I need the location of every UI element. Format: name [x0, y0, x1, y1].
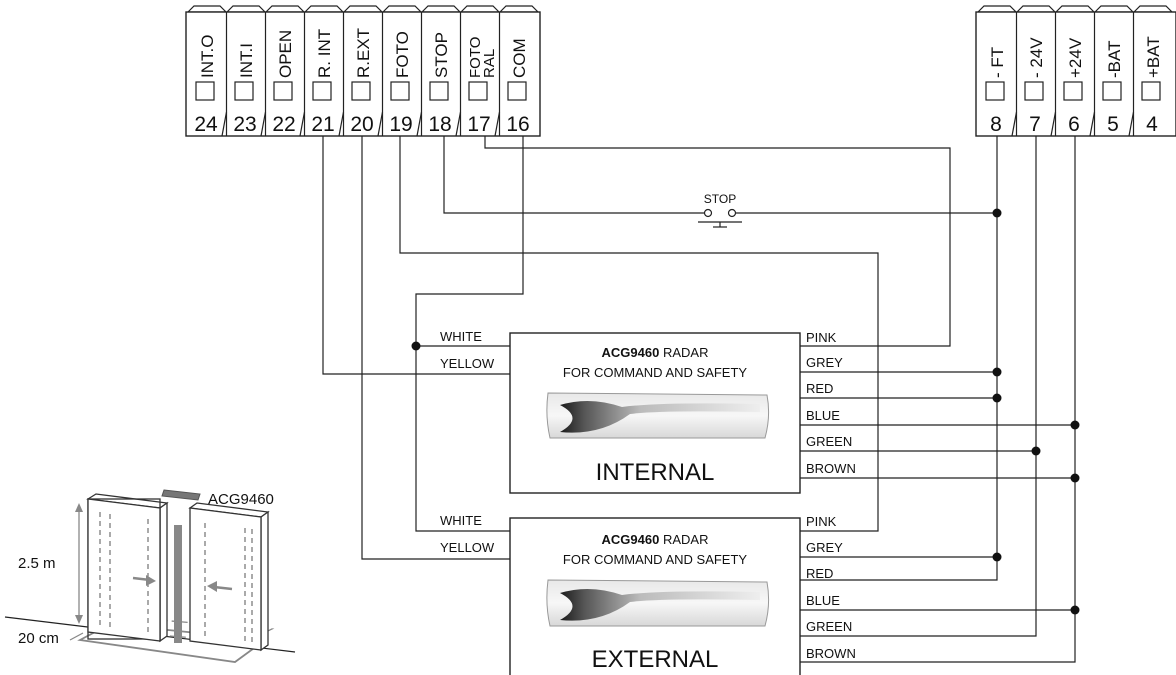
radar-external-title: RADAR: [659, 532, 708, 547]
radar-internal-wire-red: RED: [806, 381, 833, 396]
terminal-label-6: +24V: [1066, 37, 1085, 78]
radar-external-name: EXTERNAL: [592, 646, 719, 673]
radar-external-wire-pink: PINK: [806, 514, 837, 529]
radar-internal-title: RADAR: [659, 345, 708, 360]
terminal-number-19: 19: [389, 113, 412, 136]
radar-external-wire-white: WHITE: [440, 513, 482, 528]
radar-internal-wire-blue: BLUE: [806, 408, 840, 423]
radar-external-model: ACG9460: [602, 532, 660, 547]
terminal-label-16: COM: [510, 38, 529, 78]
radar-external: ACG9460 RADAR FOR COMMAND AND SAFETY EXT…: [440, 513, 856, 675]
terminal-number-20: 20: [350, 113, 373, 136]
terminal-number-4: 4: [1146, 113, 1158, 136]
terminal-number-8: 8: [990, 113, 1002, 136]
stop-switch-label: STOP: [704, 192, 736, 206]
terminal-number-23: 23: [233, 113, 256, 136]
radar-external-wire-blue: BLUE: [806, 593, 840, 608]
terminal-block-left: INT.O INT.I OPEN R. INT R.EXT FOTO STOP …: [185, 5, 541, 137]
terminal-label-21: R. INT: [315, 29, 334, 78]
door-leaf-right: [188, 502, 270, 652]
terminal-label-7: - 24V: [1027, 37, 1046, 78]
terminal-number-21: 21: [311, 113, 334, 136]
terminal-label-4: +BAT: [1144, 36, 1163, 78]
terminal-label-18: STOP: [432, 32, 451, 78]
terminal-label-5: -BAT: [1105, 41, 1124, 78]
radar-internal: ACG9460 RADAR FOR COMMAND AND SAFETY INT…: [440, 329, 856, 494]
terminal-label-17-line1: FOTO: [467, 37, 484, 78]
radar-external-subtitle: FOR COMMAND AND SAFETY: [563, 552, 748, 567]
junction-dots: [411, 208, 1080, 615]
terminal-number-17: 17: [467, 113, 490, 136]
svg-text:ACG9460 RADAR: ACG9460 RADAR: [602, 532, 709, 547]
installation-sketch: ACG9460 2.5 m 20 cm: [4, 489, 296, 663]
radar-external-wire-red: RED: [806, 566, 833, 581]
terminal-label-19: FOTO: [393, 31, 412, 78]
radar-external-wire-brown: BROWN: [806, 646, 856, 661]
wires: [322, 136, 1076, 663]
terminal-label-20: R.EXT: [354, 28, 373, 78]
radar-internal-name: INTERNAL: [596, 459, 715, 486]
terminal-number-16: 16: [506, 113, 529, 136]
terminal-number-5: 5: [1107, 113, 1119, 136]
height-dimension-label: 2.5 m: [18, 555, 56, 572]
radar-internal-wire-green: GREEN: [806, 434, 852, 449]
radar-internal-wire-grey: GREY: [806, 355, 843, 370]
radar-external-sensor-image: [546, 579, 770, 627]
terminal-number-24: 24: [194, 113, 218, 136]
terminal-label-24: INT.O: [198, 35, 217, 78]
sensor-model-label: ACG9460: [208, 491, 274, 508]
terminal-label-23: INT.I: [237, 43, 256, 78]
terminal-number-22: 22: [272, 113, 295, 136]
terminal-number-7: 7: [1029, 113, 1041, 136]
svg-text:ACG9460 RADAR: ACG9460 RADAR: [602, 345, 709, 360]
radar-internal-sensor-image: [546, 392, 770, 439]
radar-internal-wire-pink: PINK: [806, 330, 837, 345]
radar-external-wire-grey: GREY: [806, 540, 843, 555]
radar-external-wire-yellow: YELLOW: [440, 540, 495, 555]
stop-switch: STOP: [698, 192, 742, 228]
door-leaf-left: [86, 493, 169, 643]
radar-internal-wire-brown: BROWN: [806, 461, 856, 476]
radar-internal-wire-yellow: YELLOW: [440, 356, 495, 371]
terminal-number-18: 18: [428, 113, 451, 136]
terminal-label-22: OPEN: [276, 30, 295, 78]
radar-external-wire-green: GREEN: [806, 619, 852, 634]
radar-internal-model: ACG9460: [602, 345, 660, 360]
distance-dimension-label: 20 cm: [18, 630, 59, 647]
terminal-label-17-line2: RAL: [481, 49, 498, 78]
radar-internal-subtitle: FOR COMMAND AND SAFETY: [563, 365, 748, 380]
terminal-label-8: - FT: [988, 47, 1007, 78]
terminal-block-right: - FT - 24V +24V -BAT +BAT 8 7 6 5 4: [975, 5, 1176, 137]
terminal-number-6: 6: [1068, 113, 1080, 136]
radar-internal-wire-white: WHITE: [440, 329, 482, 344]
